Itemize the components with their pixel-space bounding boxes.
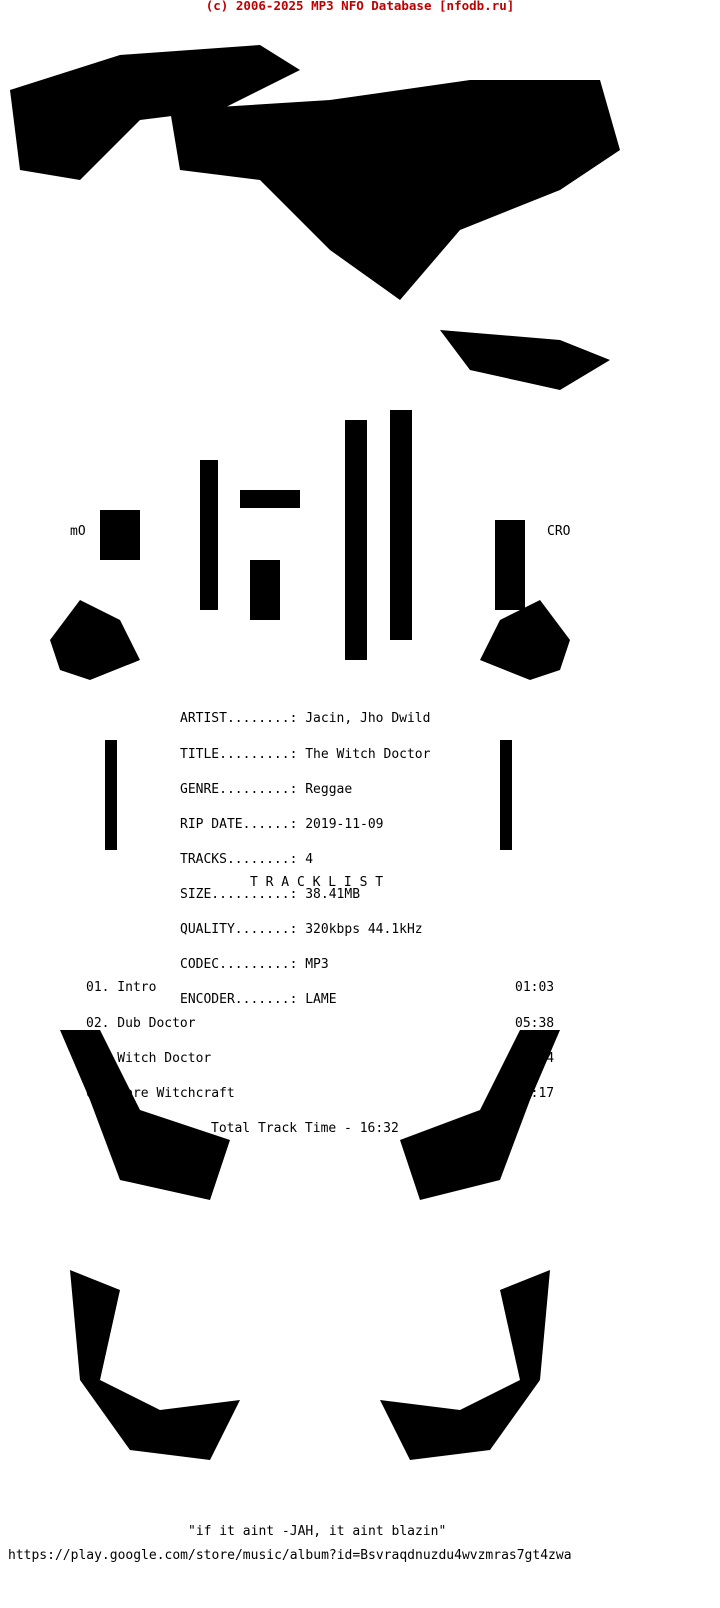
info-row-title: TITLE.........: The Witch Doctor bbox=[180, 746, 431, 762]
total-track-time: Total Track Time - 16:32 bbox=[211, 1121, 399, 1136]
track-title: 02. Dub Doctor bbox=[86, 1015, 196, 1031]
track-titles: 01. Intro 02. Dub Doctor 03. Witch Docto… bbox=[86, 959, 235, 1111]
info-row-quality: QUALITY.......: 320kbps 44.1kHz bbox=[180, 922, 423, 938]
info-row-rip-date: RIP DATE......: 2019-11-09 bbox=[180, 816, 384, 832]
site-header: (c) 2006-2025 MP3 NFO Database [nfodb.ru… bbox=[205, 0, 515, 13]
quote: "if it aint -JAH, it aint blazin" bbox=[188, 1524, 447, 1539]
info-row-tracks: TRACKS........: 4 bbox=[180, 851, 314, 867]
track-duration: 05:17 bbox=[515, 1085, 555, 1101]
tracklist-heading: T R A C K L I S T bbox=[250, 875, 384, 890]
info-row-artist: ARTIST........: Jacin, Jho Dwild bbox=[180, 711, 431, 727]
release-info: ARTIST........: Jacin, Jho Dwild TITLE..… bbox=[180, 690, 430, 1018]
info-row-encoder: ENCODER.......: LAME bbox=[180, 992, 337, 1008]
track-duration: 05:38 bbox=[515, 1015, 555, 1031]
art-tag-right: CRO bbox=[547, 524, 571, 539]
track-duration: 04:34 bbox=[515, 1050, 555, 1066]
track-title: 01. Intro bbox=[86, 980, 157, 996]
info-row-codec: CODEC.........: MP3 bbox=[180, 957, 329, 973]
info-row-size: SIZE..........: 38.41MB bbox=[180, 886, 361, 902]
track-durations: 01:03 05:38 04:34 05:17 bbox=[515, 959, 554, 1111]
album-url[interactable]: https://play.google.com/store/music/albu… bbox=[8, 1548, 572, 1563]
info-row-genre: GENRE.........: Reggae bbox=[180, 781, 353, 797]
track-title: 04. More Witchcraft bbox=[86, 1085, 235, 1101]
track-title: 03. Witch Doctor bbox=[86, 1050, 212, 1066]
track-duration: 01:03 bbox=[515, 980, 555, 996]
art-tag-left: mO bbox=[70, 524, 86, 539]
